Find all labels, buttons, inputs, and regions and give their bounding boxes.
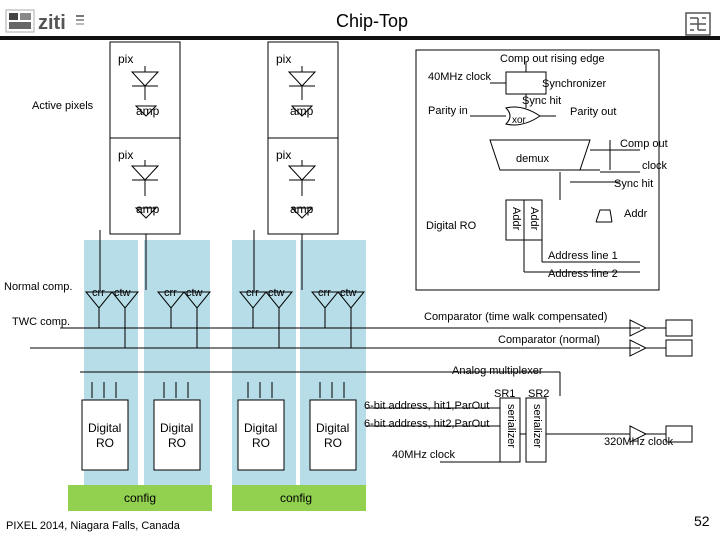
digital-ro-box-4 (309, 399, 357, 471)
pix-label-4: pix (276, 148, 292, 162)
pix-label-1: pix (118, 52, 134, 66)
digital-ro-box-3 (237, 399, 285, 471)
pixel-diodes (99, 66, 317, 290)
parity-out-label: Parity out (570, 106, 617, 118)
digital-label-2: Digital (160, 421, 194, 435)
clk-40-label-2: 40MHz clock (392, 449, 455, 461)
addr-vertical-label-2: Addr (528, 207, 540, 231)
synchronizer-label: Synchronizer (542, 78, 607, 90)
logo-text: ziti (38, 12, 66, 34)
address-line-2: Address line 2 (548, 268, 618, 280)
xor-gate-icon (505, 106, 541, 126)
page-title: Chip-Top (336, 11, 409, 31)
parity-in-label: Parity in (428, 105, 468, 117)
ziti-logo-icon (5, 9, 84, 33)
pixel-box-4 (267, 137, 339, 235)
output-buffers (559, 319, 693, 443)
ro-label-2: RO (168, 436, 186, 450)
digital-label-3: Digital (244, 421, 278, 435)
comparator-normal-label: Comparator (normal) (498, 334, 601, 346)
sr2-label: SR2 (528, 388, 550, 400)
addr-right-label: Addr (624, 208, 648, 220)
chip-top-box (415, 49, 660, 291)
address-line-1: Address line 1 (548, 250, 618, 262)
clk-320-label: 320MHz clock (604, 436, 674, 448)
digital-label-4: Digital (316, 421, 350, 435)
amp-label-3: amp (136, 202, 160, 216)
serializer-box-2 (525, 397, 547, 463)
header-divider (0, 36, 720, 40)
digital-label-1: Digital (88, 421, 122, 435)
comp-out-rising-label: Comp out rising edge (500, 53, 605, 65)
comp-out-label: Comp out (620, 138, 668, 150)
addr-hit2-label: 6-bit address, hit2,ParOut (364, 418, 490, 430)
crr-label-4: crr (318, 287, 331, 299)
ro-input-arrows (91, 382, 345, 398)
serializer-wiring (366, 407, 630, 463)
footer-conference: PIXEL 2014, Niagara Falls, Canada (6, 520, 180, 532)
amp-label-1: amp (136, 104, 160, 118)
ro-label-1: RO (96, 436, 114, 450)
sync-hit-label: Sync hit (522, 95, 562, 107)
ro-label-3: RO (252, 436, 270, 450)
addr-vertical-label-1: Addr (510, 207, 522, 231)
amp-label-2: amp (290, 104, 314, 118)
amp-label-4: amp (290, 202, 314, 216)
serializer-label-2: serializer (531, 404, 543, 449)
serializer-label-1: serializer (505, 404, 517, 449)
pix-label-2: pix (276, 52, 292, 66)
sync-hit-label-2: Sync hit (614, 178, 654, 190)
crr-label-1: crr (92, 287, 105, 299)
demux-label: demux (516, 153, 550, 165)
config-bar-left (68, 485, 212, 511)
synchronizer-box (505, 71, 547, 95)
xor-label: xor (512, 115, 526, 126)
digital-ro-box-1 (81, 399, 129, 471)
comparator-twc-label: Comparator (time walk compensated) (424, 311, 608, 323)
pixel-box-3 (109, 137, 181, 235)
pix-label-3: pix (118, 148, 134, 162)
digital-ro-label: Digital RO (426, 220, 477, 232)
crr-label-3: crr (246, 287, 259, 299)
ctw-label-3: ctw (268, 287, 285, 299)
crr-label-2: crr (164, 287, 177, 299)
active-pixels-label: Active pixels (32, 100, 94, 112)
ctw-label-4: ctw (340, 287, 357, 299)
comparator-buses (30, 327, 640, 373)
normal-comp-label: Normal comp. (4, 281, 73, 293)
addr-hit1-label: 6-bit address, hit1,ParOut (364, 400, 490, 412)
sr1-label: SR1 (494, 388, 516, 400)
clk-40-label: 40MHz clock (428, 71, 491, 83)
ctw-label-2: ctw (186, 287, 203, 299)
chip-wiring (470, 62, 640, 223)
digital-ro-box-2 (153, 399, 201, 471)
config-label-2: config (280, 491, 313, 505)
page-number: 52 (694, 513, 710, 529)
config-label-1: config (124, 491, 157, 505)
serializer-box-1 (499, 397, 521, 463)
twc-comp-label: TWC comp. (12, 316, 71, 328)
clock-label: clock (642, 160, 668, 172)
analog-mux-label: Analog multiplexer (452, 365, 543, 377)
ctw-label-1: ctw (114, 287, 131, 299)
config-bar-right (232, 485, 366, 511)
ro-label-4: RO (324, 436, 342, 450)
heidelberg-emblem-icon (685, 12, 711, 36)
